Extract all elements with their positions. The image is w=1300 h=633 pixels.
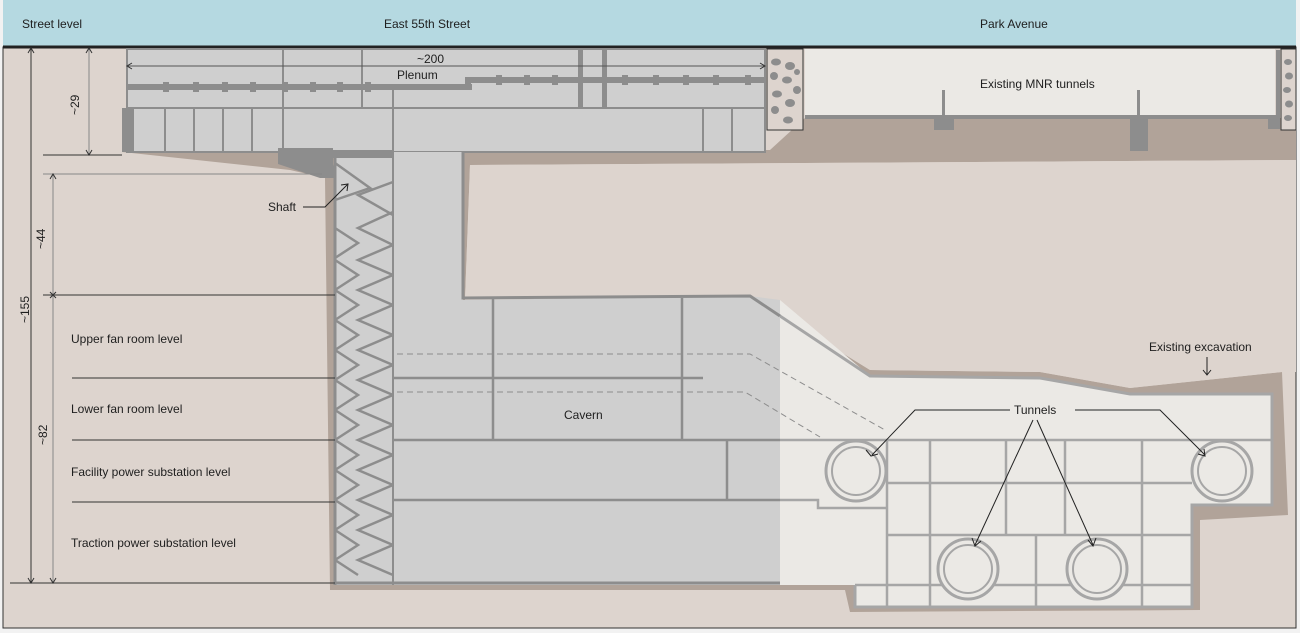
height-dimension-82: ~82 (36, 424, 50, 445)
height-dimension-29: ~29 (68, 94, 82, 115)
plenum-label: Plenum (397, 68, 438, 82)
park-avenue-label: Park Avenue (980, 17, 1048, 31)
level-label-facility-power-substation: Facility power substation level (71, 465, 231, 479)
width-dimension-200: ~200 (417, 52, 445, 66)
existing-mnr-tunnels-label: Existing MNR tunnels (980, 77, 1095, 91)
existing-excavation-label: Existing excavation (1149, 340, 1252, 354)
street-level-label: Street level (22, 17, 83, 31)
shaft-label: Shaft (268, 200, 297, 214)
cavern-label: Cavern (564, 408, 603, 422)
level-label-traction-power-substation: Traction power substation level (71, 536, 236, 550)
shaft-chevrons (334, 161, 394, 577)
street-band (3, 0, 1296, 47)
height-dimension-155: ~155 (18, 295, 32, 323)
height-dimension-44: ~44 (34, 228, 48, 249)
level-label-upper-fan-room: Upper fan room level (71, 332, 183, 346)
tunnels-label: Tunnels (1014, 403, 1057, 417)
tunnel-circles (824, 439, 1254, 601)
east-55th-street-label: East 55th Street (384, 17, 471, 31)
level-label-lower-fan-room: Lower fan room level (71, 402, 183, 416)
